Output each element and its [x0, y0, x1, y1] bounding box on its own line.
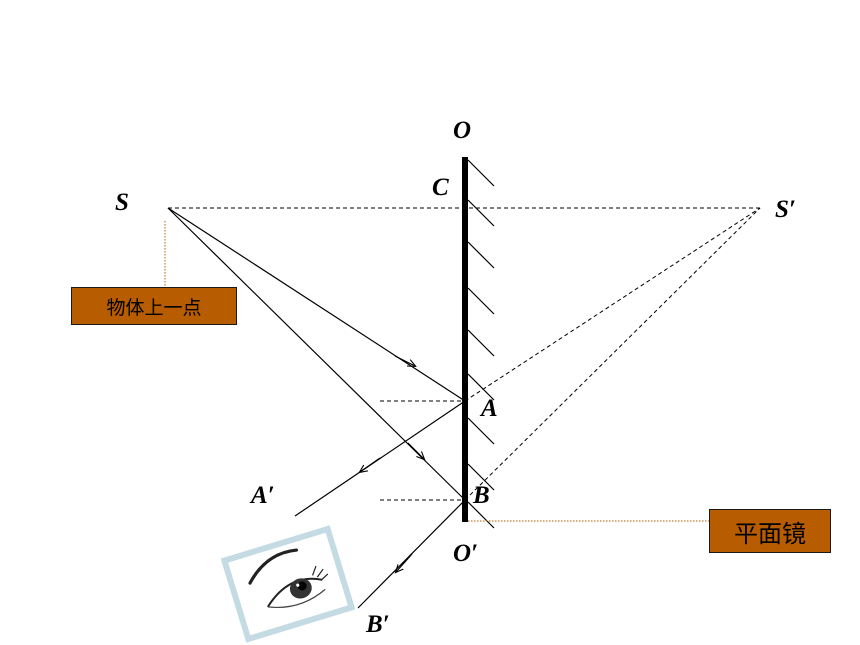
label-a: A	[479, 395, 498, 422]
arrow-reflected-a	[360, 457, 381, 472]
label-o-prime: O′	[453, 540, 478, 567]
construction-lines	[168, 207, 761, 501]
plane-mirror-callout: 平面镜	[709, 509, 831, 553]
label-s: S	[115, 189, 129, 216]
label-o: O	[453, 117, 471, 144]
mirror-hatching	[467, 159, 495, 529]
arrow-sb	[407, 442, 424, 459]
label-b: B	[472, 482, 490, 509]
image-ray-a	[464, 207, 761, 402]
label-c: C	[432, 174, 449, 201]
label-a-prime: A′	[249, 482, 275, 509]
label-b-prime: B′	[365, 611, 390, 638]
object-point-callout: 物体上一点	[71, 287, 237, 325]
label-s-prime: S′	[775, 196, 796, 223]
eye-icon	[220, 525, 356, 643]
arrow-reflected-b	[396, 553, 413, 572]
arrow-sa	[394, 355, 415, 366]
image-ray-b	[464, 207, 761, 501]
incident-ray-sa	[167, 207, 466, 402]
